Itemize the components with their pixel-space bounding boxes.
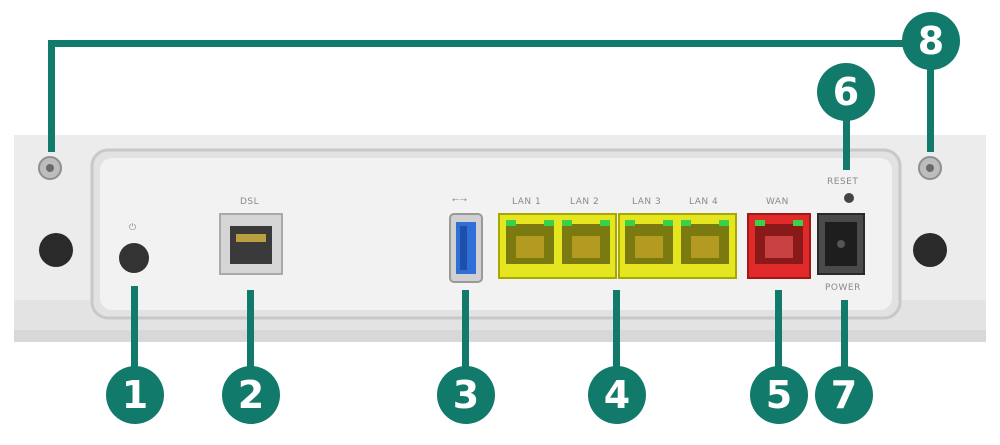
callout-3: 3: [437, 366, 495, 424]
wan-port: [747, 213, 811, 279]
router-base-shadow: [14, 330, 986, 342]
callout-5-line: [775, 290, 782, 372]
usb-port: [449, 213, 483, 283]
callout-6: 6: [817, 63, 875, 121]
lan-port-4: [681, 220, 729, 264]
lan4-label: LAN 4: [689, 197, 719, 207]
callout-8-right-line: [927, 60, 934, 152]
power-label: POWER: [825, 283, 861, 293]
callout-6-line: [843, 116, 850, 170]
mount-hole-right: [913, 233, 947, 267]
lan-port-3: [625, 220, 673, 264]
lan3-label: LAN 3: [632, 197, 662, 207]
reset-hole[interactable]: [844, 193, 854, 203]
callout-3-line: [462, 290, 469, 372]
callout-8-top-line: [48, 40, 928, 47]
dsl-port: [219, 213, 283, 275]
callout-8-left-line: [48, 40, 55, 152]
usb-label: ⭠⭢: [452, 195, 468, 205]
power-jack: [817, 213, 865, 275]
wan-label: WAN: [766, 197, 789, 207]
callout-5: 5: [750, 366, 808, 424]
lan1-label: LAN 1: [512, 197, 542, 207]
power-button[interactable]: [119, 243, 149, 273]
antenna-connector-left: [38, 156, 62, 180]
callout-4: 4: [588, 366, 646, 424]
power-button-label: ⏻: [129, 223, 137, 233]
callout-2-line: [247, 290, 254, 372]
lan-port-2: [562, 220, 610, 264]
callout-2: 2: [222, 366, 280, 424]
callout-7: 7: [815, 366, 873, 424]
dsl-label: DSL: [240, 197, 260, 207]
callout-1-line: [131, 286, 138, 372]
callout-1: 1: [106, 366, 164, 424]
callout-4-line: [613, 290, 620, 372]
mount-hole-left: [39, 233, 73, 267]
callout-7-line: [841, 300, 848, 372]
lan-ports: [498, 213, 737, 279]
reset-label: RESET: [827, 177, 859, 187]
antenna-connector-right: [918, 156, 942, 180]
callout-8: 8: [902, 12, 960, 70]
lan2-label: LAN 2: [570, 197, 600, 207]
lan-port-1: [506, 220, 554, 264]
